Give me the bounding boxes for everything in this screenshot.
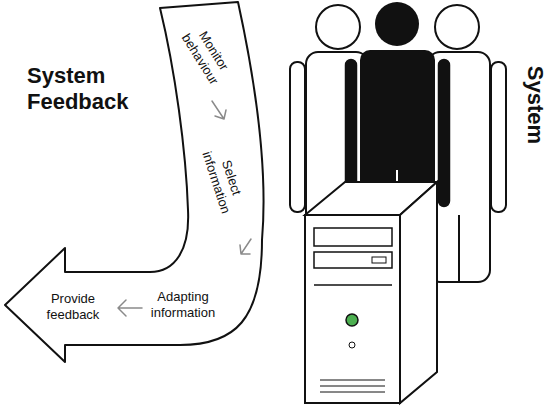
person-head <box>375 2 419 46</box>
tower-side <box>400 182 437 403</box>
vent-line <box>320 386 385 387</box>
person-head <box>316 5 360 49</box>
step-arrow <box>118 300 142 316</box>
vent-line <box>320 392 385 393</box>
panel-line <box>314 284 392 286</box>
person-head <box>435 5 479 49</box>
section-heading: System Feedback <box>27 63 159 116</box>
person-arm <box>437 58 451 208</box>
drive-bay <box>314 252 392 268</box>
power-button <box>346 314 358 326</box>
vent-line <box>320 380 385 381</box>
person-leg-gap <box>458 215 460 282</box>
flow-arrow: System FeedbackMonitor behaviourSelect i… <box>0 0 272 372</box>
person-arm <box>491 62 506 212</box>
indicator-light <box>349 342 355 348</box>
tower-front <box>305 215 400 403</box>
system-label: System <box>522 60 548 150</box>
computer-tower <box>305 182 437 403</box>
curved-arrow <box>5 2 263 362</box>
right-person <box>428 5 506 282</box>
drive-bay <box>314 228 392 246</box>
step-text: Adapting information <box>145 289 221 320</box>
step-arrow <box>212 101 226 119</box>
step-text: Provide feedback <box>41 291 105 322</box>
step-arrow <box>240 239 251 254</box>
drive-slot <box>372 257 386 263</box>
person-arm <box>290 62 305 212</box>
